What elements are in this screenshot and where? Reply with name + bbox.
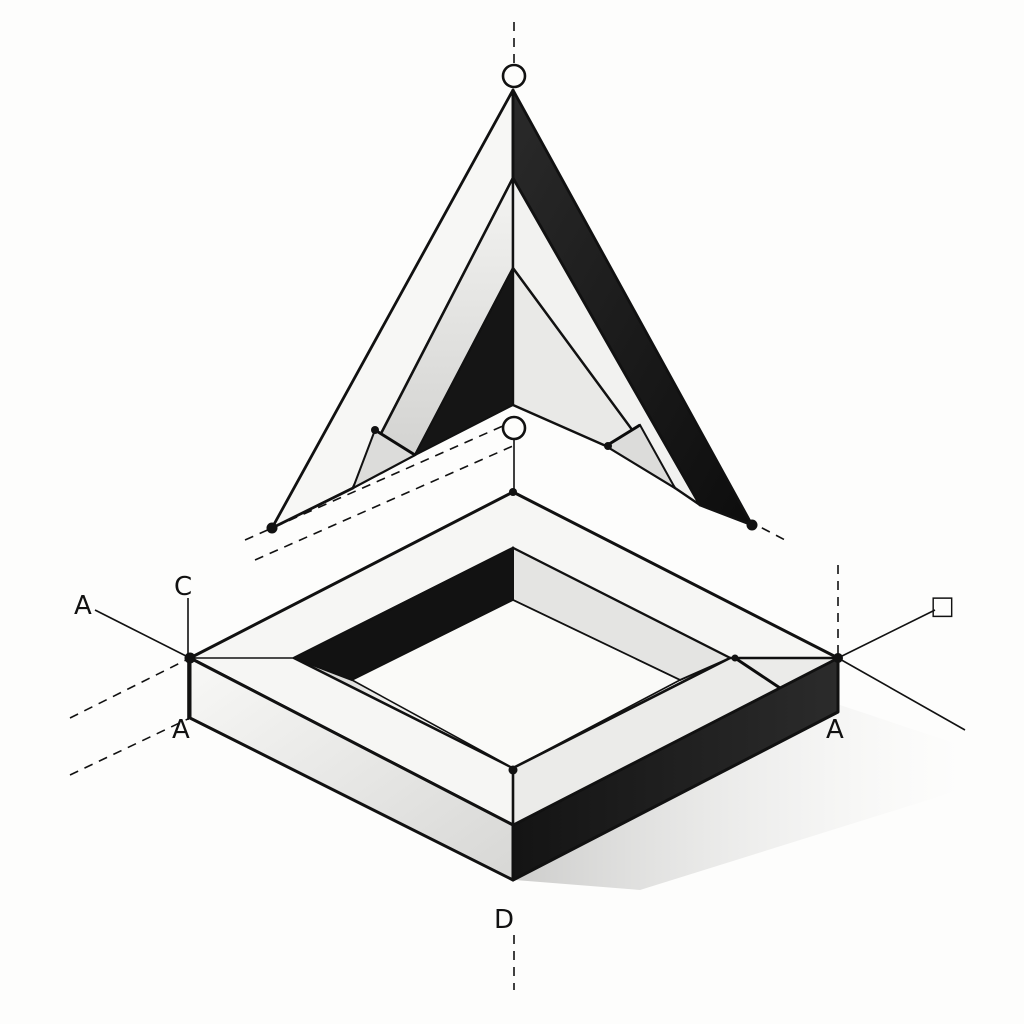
triangle-left-joint (374, 428, 416, 457)
label-top-left-c: C (174, 572, 192, 602)
vertex-markers (184, 63, 843, 775)
frame-right-joint (734, 656, 781, 690)
triangle-right-joint (605, 423, 641, 448)
triangle-right-dark-face (511, 88, 754, 527)
label-right-square: □ (930, 591, 955, 621)
cast-shadow (515, 705, 960, 890)
label-top-left-a: A (74, 591, 92, 621)
axis-left-a (94, 609, 191, 659)
frame-left-node (184, 652, 196, 664)
label-bottom-d: D (494, 905, 514, 935)
axis-right-lower (837, 657, 966, 731)
triangle-shape (270, 88, 754, 530)
labels: A C A A □ D (74, 572, 955, 935)
frame-back-node (509, 488, 517, 496)
frame-right-joint-node (731, 654, 739, 662)
frame-right-node (833, 653, 843, 663)
dash-left-bottom (69, 717, 191, 776)
axis-right-square (837, 609, 936, 659)
label-bottom-left-a: A (172, 715, 190, 745)
triangle-left-joint-node (371, 426, 379, 434)
top-apex-ring (501, 63, 527, 89)
dash-left-mid (69, 657, 191, 719)
frame-pit-front-node (508, 765, 518, 775)
triangle-right-joint-node (604, 442, 612, 450)
label-right-a: A (826, 715, 844, 745)
center-ring (501, 415, 527, 441)
triangle-right-foot-node (746, 519, 758, 531)
square-frame-shape (188, 490, 840, 882)
triangle-left-foot-node (266, 522, 278, 534)
